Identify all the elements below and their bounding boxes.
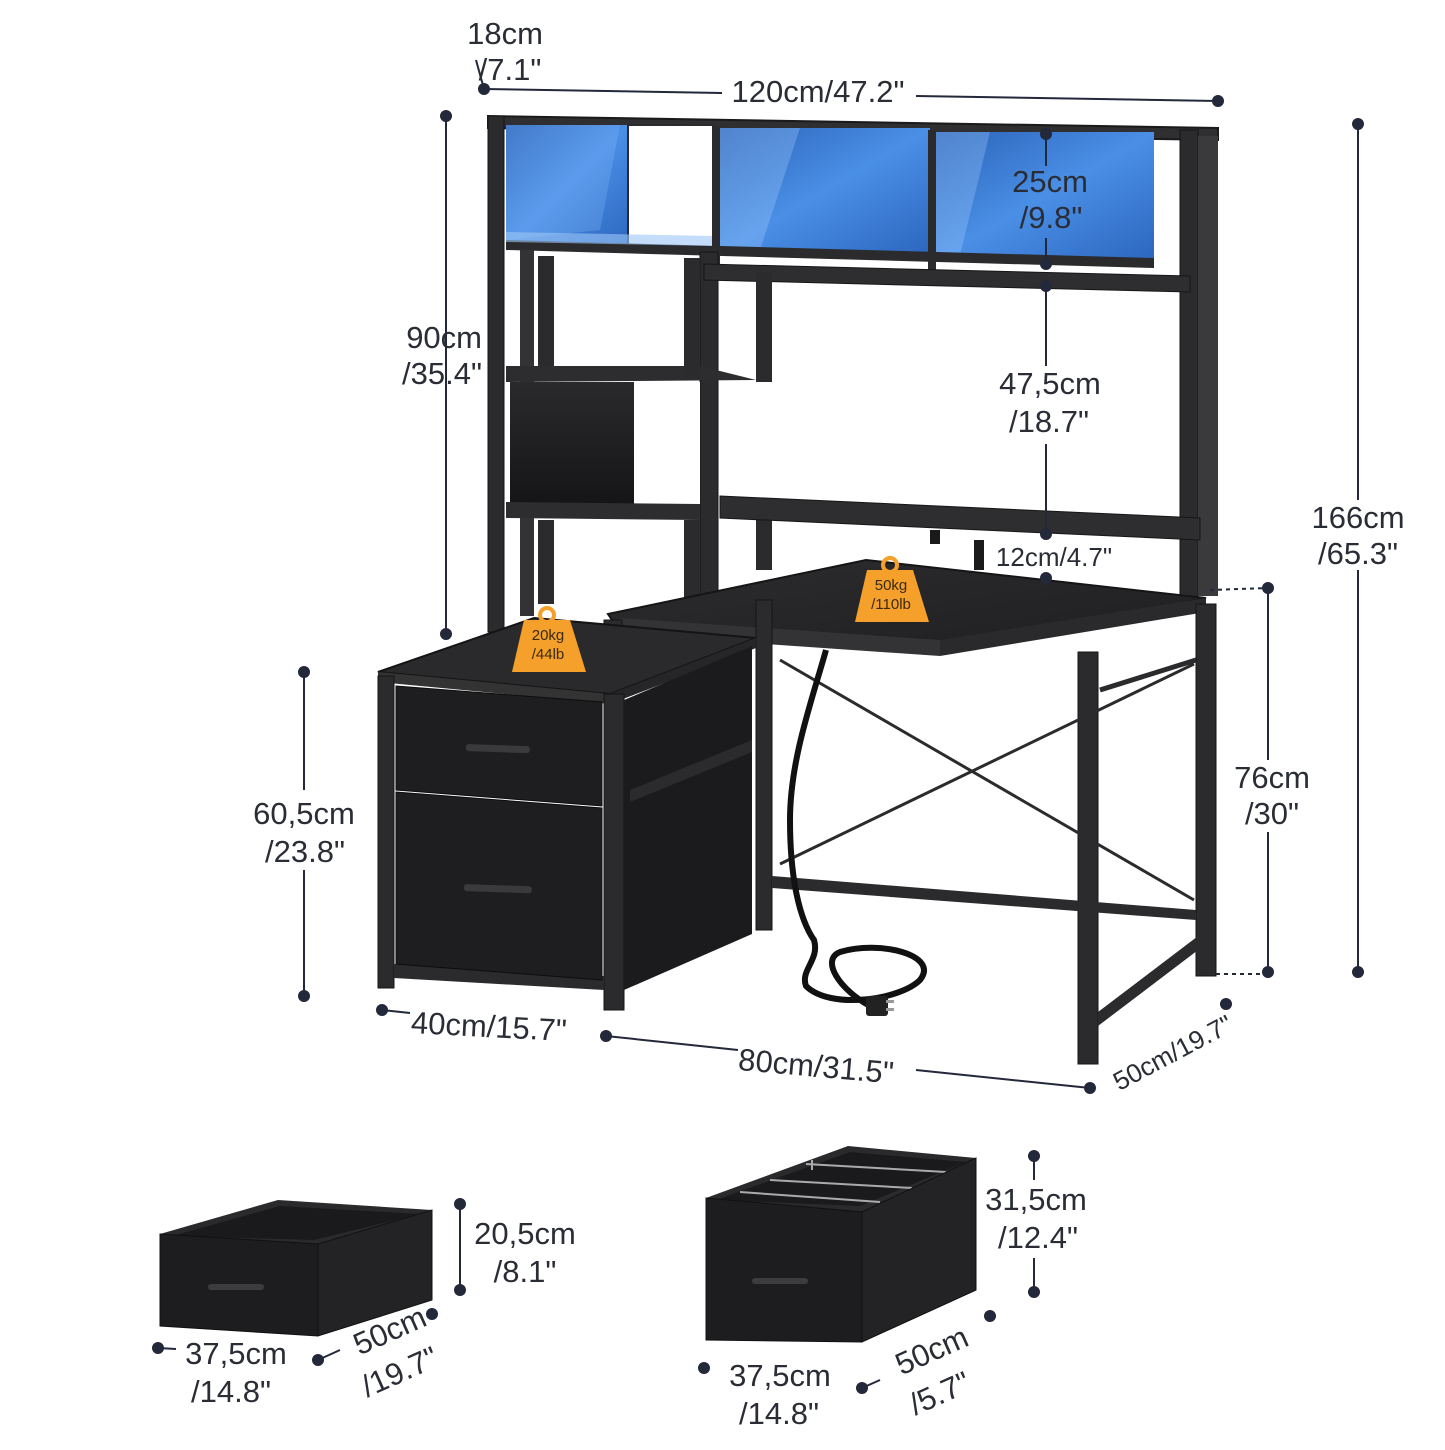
cabinet-load-lb: /44lb <box>531 646 565 663</box>
cubby-height-in: /9.8" <box>1019 200 1083 235</box>
small-drawer-width-cm: 37,5cm <box>185 1336 287 1371</box>
left-shelf-2 <box>506 502 700 520</box>
monitor-clearance-cm: 47,5cm <box>999 366 1101 401</box>
depth-top-in: /7.1" <box>478 52 542 87</box>
cubby-left-open <box>627 124 715 248</box>
cubby-middle-led <box>718 128 930 254</box>
small-drawer-height-in: /8.1" <box>493 1254 557 1289</box>
weight-icon <box>855 556 929 622</box>
weight-icon <box>512 606 586 672</box>
large-drawer <box>705 1146 977 1343</box>
cabinet-height-in: /23.8" <box>265 834 345 869</box>
cabinet-height-cm: 60,5cm <box>253 796 355 831</box>
cubby-left-led <box>506 125 628 247</box>
desk-leg-back-right <box>1195 603 1217 977</box>
total-height-cm: 166cm <box>1311 500 1405 535</box>
monitor-clearance-in: /18.7" <box>1009 404 1089 439</box>
dimension-lines <box>152 59 1364 1394</box>
total-height-in: /65.3" <box>1318 536 1398 571</box>
large-drawer-width-in: /14.8" <box>739 1396 819 1431</box>
shelf-clearance-label: 12cm/4.7" <box>995 542 1113 572</box>
hutch-height-in: /35.4" <box>402 356 482 391</box>
hutch-post-left <box>487 115 505 633</box>
desk-load-lb: /110lb <box>871 596 911 613</box>
width-total-label: 120cm/47.2" <box>731 74 905 109</box>
desk-height-cm: 76cm <box>1234 760 1310 795</box>
desk-height-in: /30" <box>1244 796 1300 831</box>
small-drawer-height-cm: 20,5cm <box>474 1216 576 1251</box>
desk-load-kg: 50kg <box>874 577 908 594</box>
hutch-height-cm: 90cm <box>406 320 482 355</box>
power-plug-icon <box>866 996 894 1016</box>
large-drawer-height-cm: 31,5cm <box>985 1182 1087 1217</box>
monitor-shelf <box>719 495 1201 541</box>
small-drawer <box>159 1200 433 1337</box>
depth-top-cm: 18cm <box>467 16 543 51</box>
large-drawer-height-in: /12.4" <box>998 1220 1078 1255</box>
small-drawer-width-in: /14.8" <box>191 1374 271 1409</box>
desk-leg-front-right <box>1077 651 1099 1065</box>
file-cabinet <box>377 616 757 1011</box>
power-cable <box>786 649 927 1009</box>
large-drawer-width-cm: 37,5cm <box>729 1358 831 1393</box>
cubby-height-cm: 25cm <box>1012 164 1088 199</box>
cabinet-load-kg: 20kg <box>531 627 565 644</box>
